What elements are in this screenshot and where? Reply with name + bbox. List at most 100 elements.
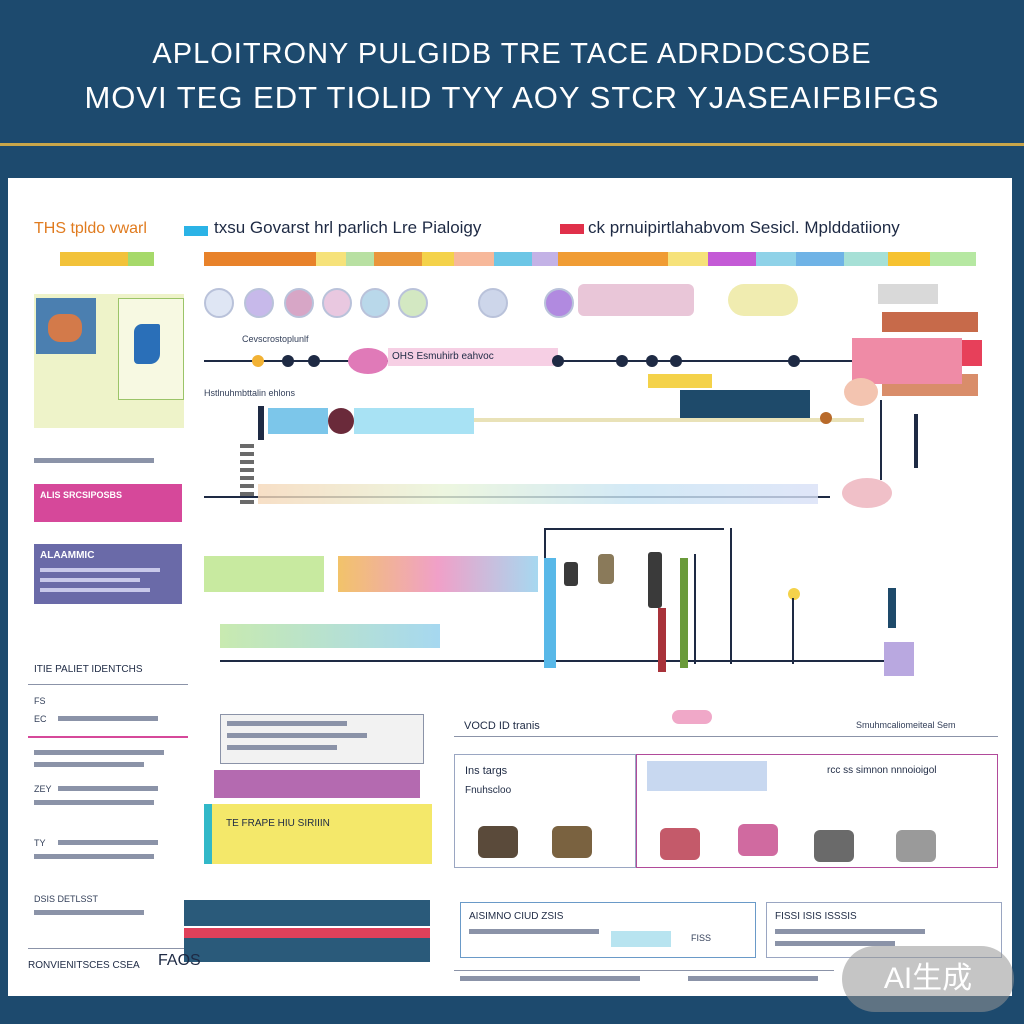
mid-stack-top xyxy=(220,714,424,764)
timeline-dot xyxy=(670,355,682,367)
text-line xyxy=(34,458,154,463)
connector xyxy=(730,528,732,664)
vertical-ticks xyxy=(240,444,254,504)
band-segment xyxy=(268,408,328,434)
node-icon xyxy=(204,288,234,318)
page-header: APLOITRONY PULGIDB TRE TACE ADRDDCSOBE M… xyxy=(0,0,1024,142)
highlight-pill xyxy=(728,284,798,316)
marker-dot xyxy=(788,588,800,600)
faq-label: FAOS xyxy=(158,952,201,969)
left-footer-label: RONVIENITSCES CSEA xyxy=(28,960,140,971)
text-line xyxy=(40,588,150,592)
text-line xyxy=(34,762,144,767)
color-swatch xyxy=(844,252,888,266)
product-thumb xyxy=(660,828,700,860)
timeline-label-mid: OHS Esmuhirb eahvoc xyxy=(392,351,494,362)
device-icon xyxy=(648,552,662,608)
color-swatch xyxy=(708,252,756,266)
left-item-ey: ZEY xyxy=(34,784,52,794)
vertical-bar xyxy=(658,608,666,672)
color-swatch xyxy=(888,252,930,266)
ai-generated-badge: AI生成 xyxy=(842,946,1014,1012)
bottom-bar xyxy=(184,900,430,926)
banner-yellow-label: TE FRAPE HIU SIRIIIN xyxy=(226,818,330,829)
left-item-ty: TY xyxy=(34,838,46,848)
text-line xyxy=(34,854,154,859)
node-icon xyxy=(322,288,352,318)
device-icon xyxy=(598,554,614,584)
band-segment xyxy=(354,408,474,434)
map-figure xyxy=(48,314,82,342)
color-swatch xyxy=(454,252,494,266)
node-icon xyxy=(398,288,428,318)
connector xyxy=(792,598,794,664)
timeline-dot xyxy=(282,355,294,367)
timeline-banner: OHS Esmuhirb eahvoc xyxy=(388,348,558,366)
text-line xyxy=(227,733,367,738)
left-text-block xyxy=(28,436,188,466)
color-swatch xyxy=(796,252,844,266)
timeline-dot xyxy=(616,355,628,367)
gradient-band xyxy=(258,484,818,504)
chart-band xyxy=(882,312,978,332)
vertical-bar xyxy=(544,558,556,668)
divider xyxy=(28,736,188,738)
left-map-card xyxy=(34,294,184,428)
timeline-dot xyxy=(308,355,320,367)
color-swatch xyxy=(316,252,346,266)
timeline-avatar xyxy=(844,378,878,406)
color-swatch xyxy=(204,252,316,266)
connector xyxy=(258,406,264,440)
product-header-band xyxy=(647,761,767,791)
header-divider xyxy=(0,143,1024,146)
connector xyxy=(694,554,696,664)
band-dot xyxy=(820,412,832,424)
text-line xyxy=(469,929,599,934)
product-card-title: Ins targs xyxy=(465,765,508,777)
node-icon xyxy=(284,288,314,318)
divider xyxy=(28,684,188,685)
section-header-right: ck prnuipirtlahabvom Sesicl. Mplddatiion… xyxy=(588,218,900,237)
product-thumb xyxy=(478,826,518,858)
mid-stack-purple xyxy=(214,770,420,798)
bar-segment xyxy=(220,624,440,648)
node-icon xyxy=(244,288,274,318)
band-node xyxy=(328,408,354,434)
connector xyxy=(914,414,918,468)
divider xyxy=(454,970,834,971)
text-line xyxy=(58,716,158,721)
bottom-right-label: FISSI ISIS ISSSIS xyxy=(775,911,857,922)
infographic-panel: THS tpldo vwarl txsu Govarst hrl parlich… xyxy=(8,178,1012,996)
section-marker-blue xyxy=(184,226,208,236)
text-line xyxy=(775,929,925,934)
color-swatch xyxy=(532,252,558,266)
color-swatch xyxy=(346,252,374,266)
text-line xyxy=(40,568,160,572)
node-icon xyxy=(478,288,508,318)
text-line xyxy=(460,976,640,981)
band-avatar xyxy=(842,478,892,508)
left-item-ec: EC xyxy=(34,714,47,724)
vertical-bar xyxy=(680,558,688,668)
timeline-dark-box xyxy=(680,390,810,420)
band-line xyxy=(474,418,864,422)
bottom-center-card: AISIMNO CIUD ZSIS FISS xyxy=(460,902,756,958)
timeline-label-top: Cevscrostoplunlf xyxy=(242,334,309,344)
color-swatch xyxy=(494,252,532,266)
color-swatch xyxy=(60,252,128,266)
region-shape xyxy=(134,324,160,364)
product-thumb xyxy=(552,826,592,858)
left-purple-label: ALAAMMIC xyxy=(40,550,95,561)
marker-pin xyxy=(888,588,896,628)
left-list-title: ITIE PALIET IDENTCHS xyxy=(34,664,143,675)
left-item-dr: DSIS DETLSST xyxy=(34,894,99,904)
timeline-bubble xyxy=(348,348,388,374)
chart-thumb xyxy=(878,284,938,304)
device-icon xyxy=(564,562,578,586)
text-line xyxy=(34,800,154,805)
text-line xyxy=(40,578,140,582)
header-title-line1: APLOITRONY PULGIDB TRE TACE ADRDDCSOBE xyxy=(152,38,872,70)
image-strip xyxy=(578,284,694,316)
left-item-fs: FS xyxy=(34,696,46,706)
text-line xyxy=(34,910,144,915)
